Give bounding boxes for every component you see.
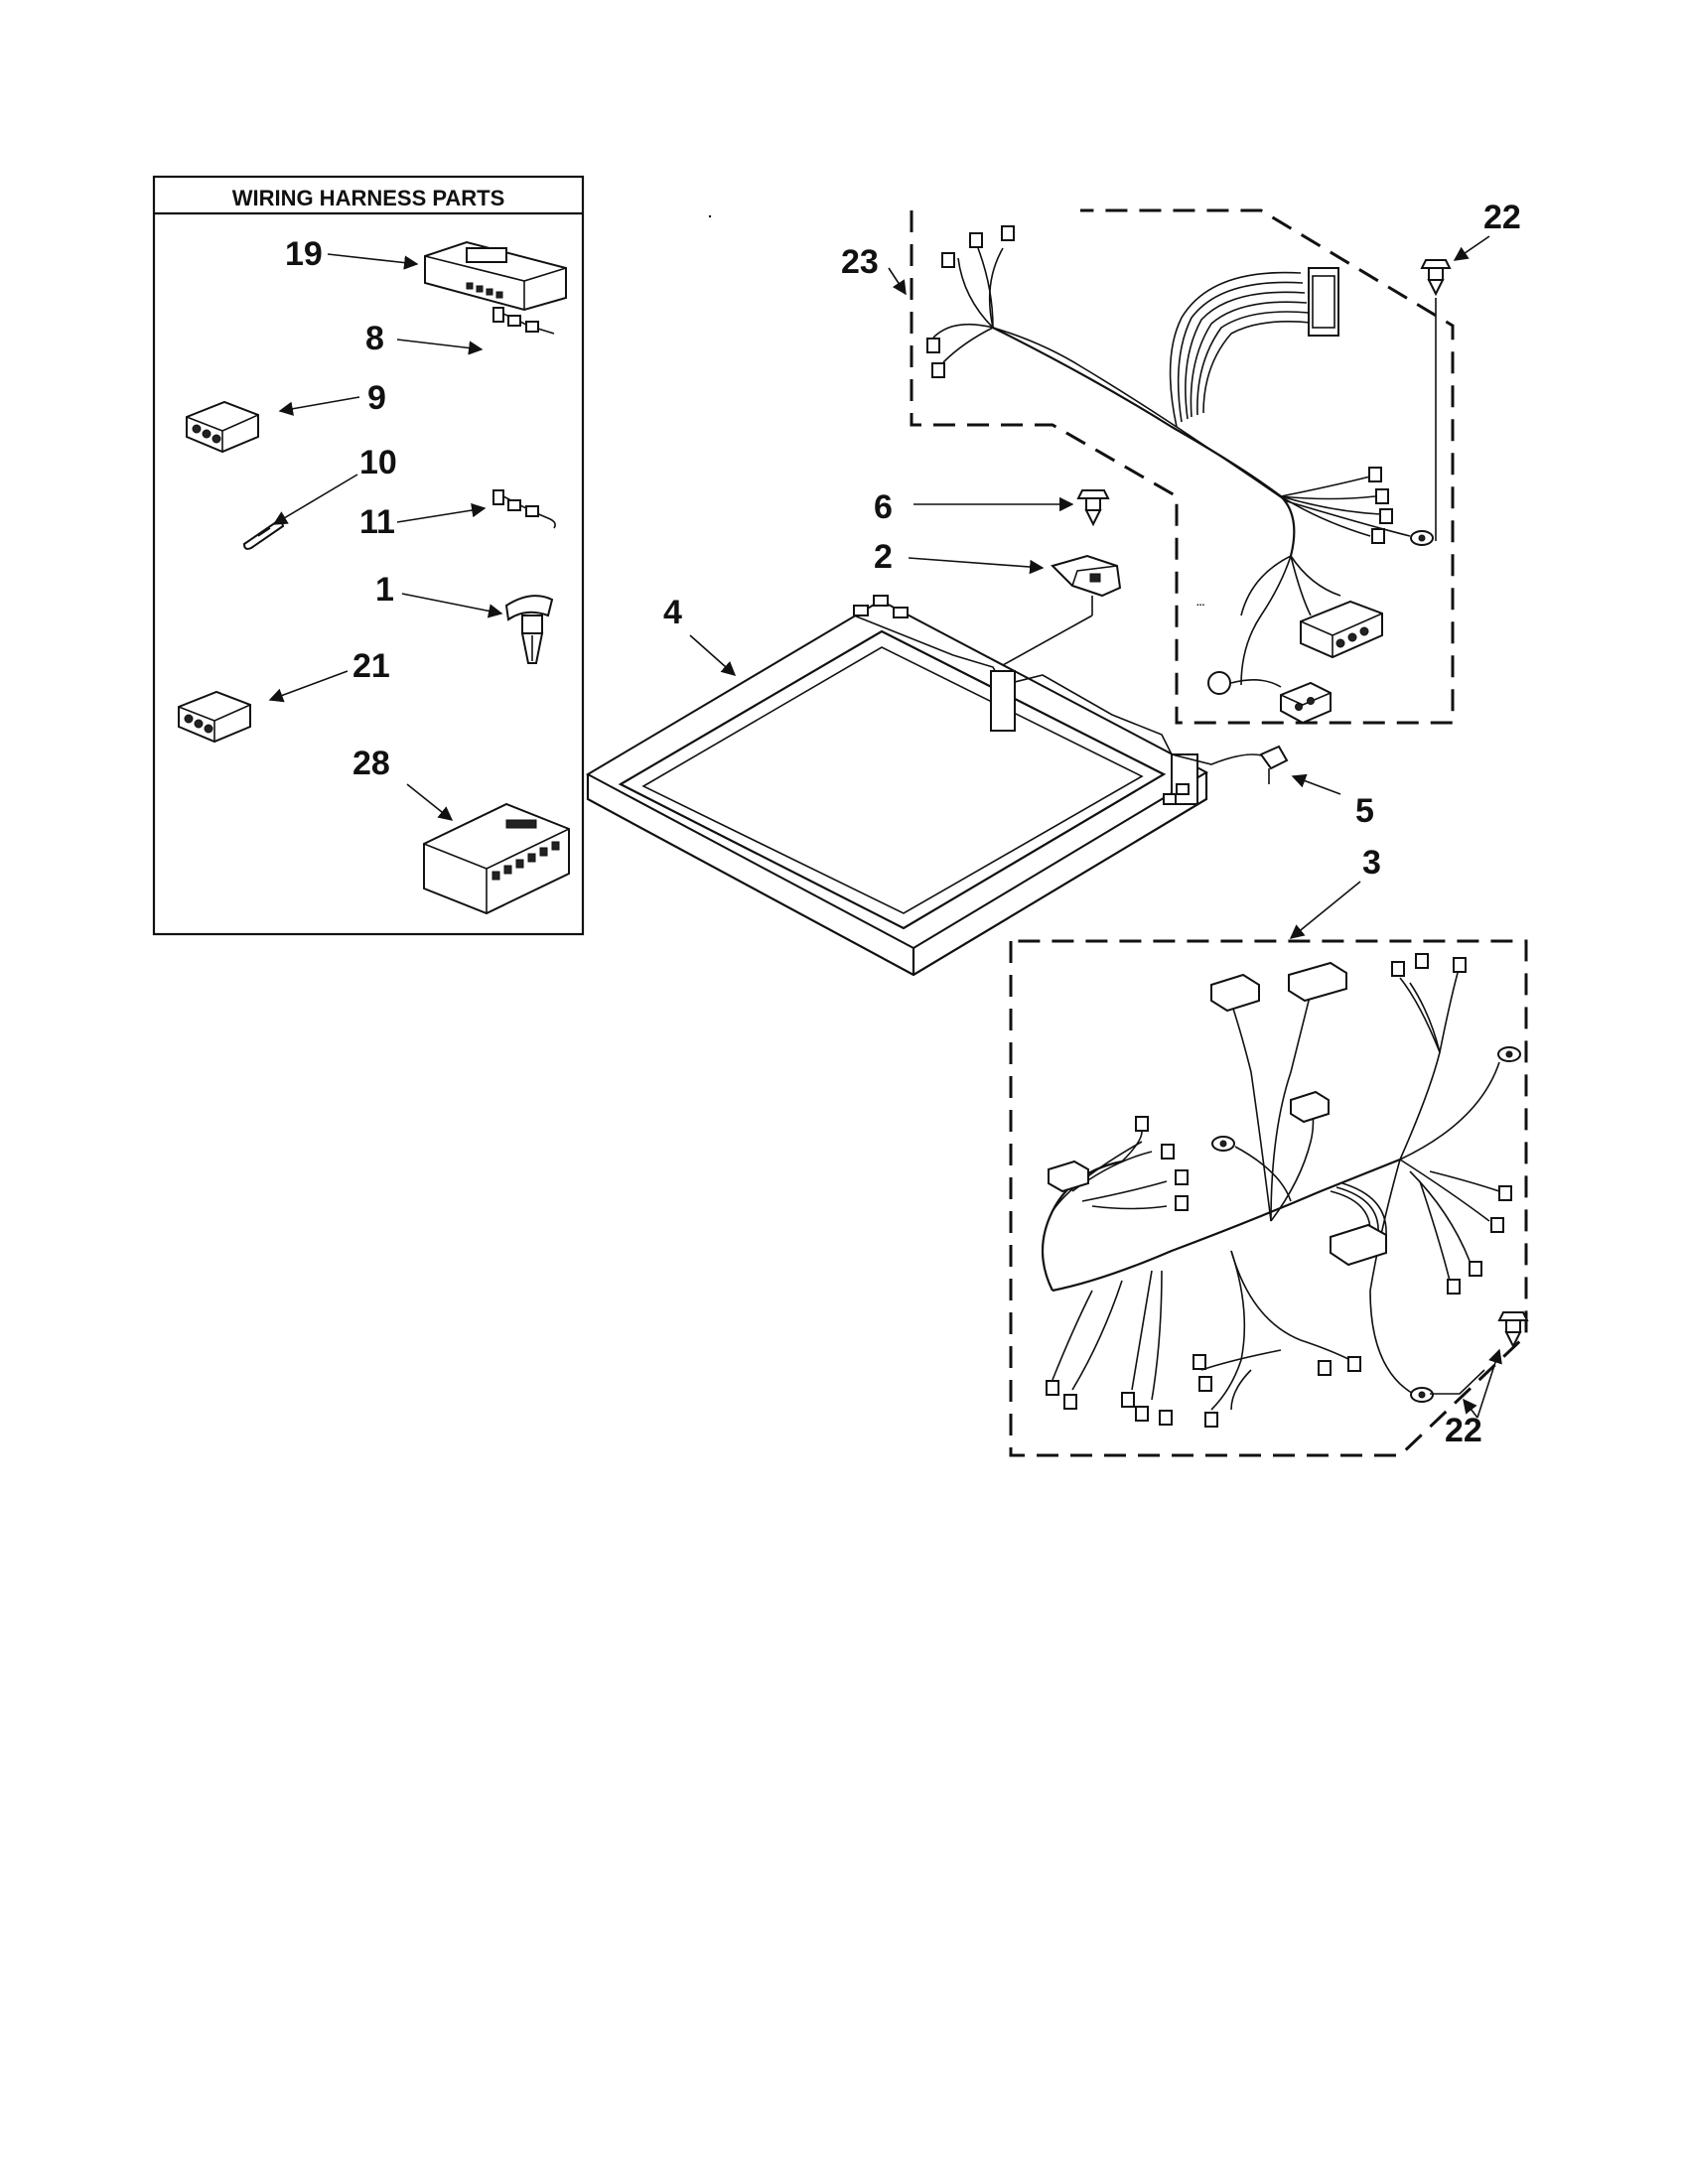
part-5-clip bbox=[1259, 745, 1289, 784]
part-1-clip bbox=[504, 595, 554, 664]
wiring-harness-parts-box: WIRING HARNESS PARTS 19 8 9 bbox=[152, 175, 585, 936]
part-2-bracket bbox=[1051, 554, 1122, 598]
parts-box-frame bbox=[152, 175, 585, 936]
part-19-connector-block bbox=[424, 240, 567, 312]
part-21-connector bbox=[178, 690, 251, 744]
callout-28: 28 bbox=[352, 745, 390, 782]
part-10-splice-tube bbox=[242, 520, 285, 550]
part-22-screw-top bbox=[1420, 259, 1452, 297]
svg-text:...: ... bbox=[1196, 598, 1205, 609]
callout-3: 3 bbox=[1362, 844, 1381, 882]
callout-8: 8 bbox=[365, 320, 384, 357]
callout-4: 4 bbox=[663, 594, 682, 631]
callout-10: 10 bbox=[359, 444, 397, 481]
callout-6: 6 bbox=[874, 488, 893, 526]
callout-9: 9 bbox=[367, 379, 386, 417]
callout-22-bottom: 22 bbox=[1445, 1412, 1482, 1449]
part-8-terminal bbox=[492, 307, 555, 335]
callout-19: 19 bbox=[285, 235, 323, 273]
part-3-lower-harness bbox=[1009, 939, 1528, 1457]
callout-22-top: 22 bbox=[1483, 199, 1521, 236]
callout-21: 21 bbox=[352, 647, 390, 685]
part-22-screw-bottom bbox=[1497, 1311, 1529, 1349]
part-6-screw bbox=[1076, 489, 1110, 527]
part-11-terminal bbox=[492, 489, 556, 529]
part-9-connector bbox=[186, 400, 259, 454]
part-23-upper-harness bbox=[910, 208, 1455, 725]
parts-box-title: WIRING HARNESS PARTS bbox=[232, 186, 505, 210]
callout-11: 11 bbox=[359, 503, 395, 541]
callout-23: 23 bbox=[841, 243, 879, 281]
callout-2: 2 bbox=[874, 538, 893, 576]
callout-5: 5 bbox=[1355, 792, 1374, 830]
part-4-top-panel bbox=[585, 595, 1277, 977]
callout-1: 1 bbox=[375, 571, 394, 609]
part-28-connector-box bbox=[423, 802, 570, 915]
